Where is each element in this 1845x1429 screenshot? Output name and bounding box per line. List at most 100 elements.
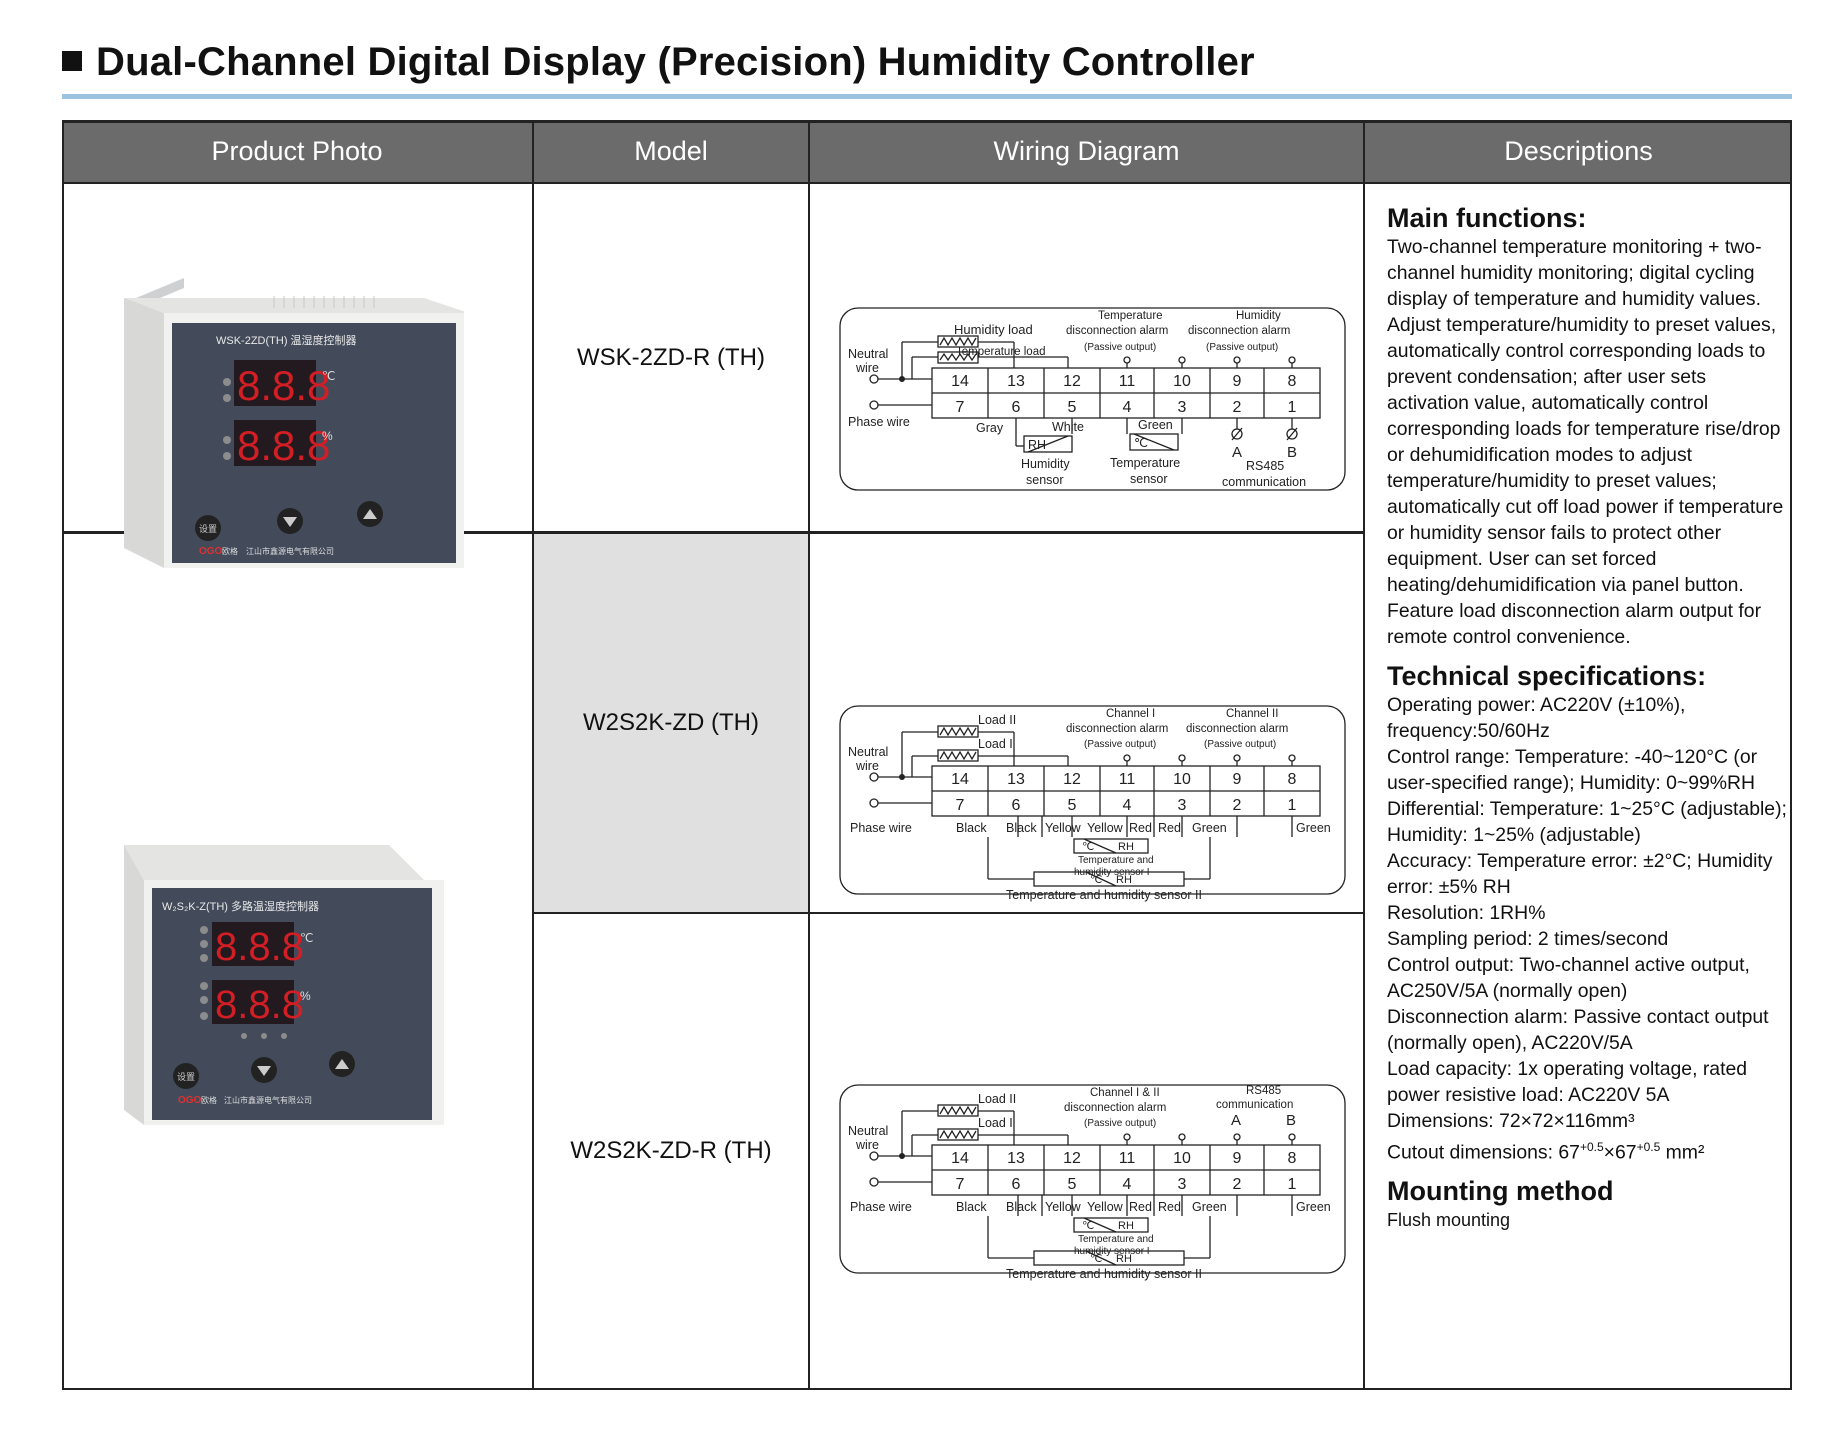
- d2-terminal-3: 3: [1178, 797, 1187, 814]
- d3-sensor2-rh: RH: [1116, 1253, 1132, 1265]
- terminal-8: 8: [1288, 373, 1297, 390]
- d3-wire-yellow-1: Yellow: [1045, 1200, 1082, 1214]
- terminal-11: 11: [1119, 373, 1136, 390]
- d3-wire-green-2: Green: [1296, 1200, 1331, 1214]
- set-button-label-2: 设置: [177, 1072, 195, 1082]
- humidity-load-label: Humidity load: [954, 322, 1033, 337]
- brand-logo-1: OGO: [199, 546, 223, 557]
- rs485-a-label: A: [1232, 444, 1242, 461]
- spec-item: Accuracy: Temperature error: ±2°C; Humid…: [1387, 850, 1773, 898]
- d3-neutral-label-2: wire: [855, 1138, 879, 1152]
- temp-sensor-label-2: sensor: [1130, 472, 1168, 486]
- terminal-4: 4: [1123, 399, 1132, 416]
- d3-sensor2-degc: ℃: [1090, 1253, 1102, 1265]
- header-bottom-border: [62, 182, 1792, 184]
- d3-terminal-11: 11: [1119, 1150, 1136, 1167]
- load1-label: Load I: [978, 737, 1013, 751]
- d3-wire-black-1: Black: [956, 1200, 987, 1214]
- header-model: Model: [534, 120, 808, 182]
- gray-wire-label: Gray: [976, 421, 1004, 435]
- hum-sensor-label-2: sensor: [1026, 473, 1064, 487]
- d3-rs485-a: A: [1231, 1112, 1241, 1129]
- d3-sensor1-rh: RH: [1118, 1220, 1134, 1232]
- spec-item: Operating power: AC220V (±10%), frequenc…: [1387, 694, 1686, 742]
- terminal-5: 5: [1068, 399, 1077, 416]
- ch1-alarm-label-3: (Passive output): [1084, 739, 1156, 750]
- cutout-dimensions: Cutout dimensions: 67+0.5×67+0.5 mm²: [1387, 1140, 1705, 1164]
- table-bottom-border: [62, 1388, 1792, 1390]
- rh-sensor-label: RH: [1028, 438, 1046, 452]
- terminal-2: 2: [1233, 399, 1242, 416]
- d2-terminal-5: 5: [1068, 797, 1077, 814]
- spec-item: Control output: Two-channel active outpu…: [1387, 954, 1750, 1002]
- wire-color-green-2: Green: [1296, 821, 1331, 835]
- terminal-10: 10: [1173, 373, 1191, 390]
- brand-cn-1: 欧格: [222, 546, 238, 556]
- terminal-6: 6: [1012, 399, 1021, 416]
- d3-alarm-label-2: disconnection alarm: [1064, 1102, 1166, 1114]
- d3-rs485-label-1: RS485: [1246, 1085, 1281, 1097]
- mounting-text: Flush mounting: [1387, 1210, 1511, 1231]
- temp-sensor-label-1: Temperature: [1110, 456, 1180, 470]
- hum-alarm-passive: (Passive output): [1206, 342, 1278, 353]
- d3-terminal-5: 5: [1068, 1176, 1077, 1193]
- model-cell-highlight: [534, 532, 810, 912]
- rs485-label-1: RS485: [1246, 459, 1284, 473]
- green-wire-label: Green: [1138, 418, 1173, 432]
- terminal-9: 9: [1233, 373, 1242, 390]
- row-divider-2: [534, 912, 1365, 914]
- d3-rs485-label-2: communication: [1216, 1099, 1293, 1111]
- product-table: Product Photo Model Wiring Diagram Descr…: [62, 120, 1792, 1390]
- rs485-b-label: B: [1287, 444, 1297, 461]
- spec-item: Differential: Temperature: 1~25°C (adjus…: [1387, 798, 1787, 846]
- d3-load1-label: Load I: [978, 1116, 1013, 1130]
- main-functions-text: Two-channel temperature monitoring + two…: [1387, 236, 1784, 648]
- square-bullet-icon: [62, 51, 82, 72]
- neutral-label-d2-1: Neutral: [848, 745, 888, 759]
- unit-top-1: ℃: [322, 369, 335, 383]
- rs485-label-2: communication: [1222, 475, 1306, 489]
- terminal-1: 1: [1288, 399, 1297, 416]
- product-photo-1: WSK-2ZD(TH) 温湿度控制器 8.8.8 ℃ 8.8.8 % 设置 OG…: [124, 278, 464, 568]
- wire-color-black-2: Black: [1006, 821, 1037, 835]
- hum-alarm-label-1: Humidity: [1236, 310, 1281, 322]
- model-1: WSK-2ZD-R (TH): [577, 343, 765, 371]
- d2-terminal-11: 11: [1119, 771, 1136, 788]
- display-bottom-2: 8.8.8: [215, 983, 304, 1027]
- d3-terminal-3: 3: [1178, 1176, 1187, 1193]
- terminal-3: 3: [1178, 399, 1187, 416]
- d3-sensor1-label-2: humidity sensor I: [1074, 1246, 1150, 1257]
- display-top-1: 8.8.8: [237, 362, 330, 409]
- company-name-2: 江山市鑫源电气有限公司: [224, 1095, 312, 1105]
- d2-terminal-14: 14: [951, 771, 969, 788]
- d2-terminal-6: 6: [1012, 797, 1021, 814]
- wire-color-red-2: Red: [1158, 821, 1181, 835]
- wire-color-yellow-1: Yellow: [1045, 821, 1082, 835]
- terminal-14: 14: [951, 373, 969, 390]
- wiring-diagram-3: Load II Load I Channel I & II disconnect…: [839, 1084, 1346, 1281]
- d3-wire-yellow-2: Yellow: [1087, 1200, 1124, 1214]
- sensor1-label-2: humidity sensor I: [1074, 867, 1150, 878]
- header-descriptions: Descriptions: [1365, 120, 1792, 182]
- neutral-label-1: Neutral: [848, 347, 888, 361]
- model-2: W2S2K-ZD (TH): [583, 709, 759, 736]
- spec-item: Sampling period: 2 times/second: [1387, 928, 1669, 950]
- sensor2-degc: ℃: [1090, 874, 1102, 886]
- table-top-border: [62, 120, 1792, 123]
- display-bottom-1: 8.8.8: [237, 422, 330, 469]
- wire-color-black-1: Black: [956, 821, 987, 835]
- d3-sensor1-label-1: Temperature and: [1078, 1234, 1154, 1245]
- d3-terminal-7: 7: [956, 1176, 965, 1193]
- brand-logo-2: OGO: [178, 1095, 202, 1106]
- page-title: Dual-Channel Digital Display (Precision)…: [62, 40, 1255, 85]
- hum-alarm-label-2: disconnection alarm: [1188, 325, 1290, 337]
- neutral-label-d2-2: wire: [855, 759, 879, 773]
- d3-terminal-13: 13: [1007, 1150, 1025, 1167]
- wiring-diagram-2: Load II Load I Channel I disconnection a…: [839, 705, 1346, 902]
- d2-terminal-12: 12: [1063, 771, 1081, 788]
- white-wire-label: White: [1052, 420, 1084, 434]
- d2-terminal-9: 9: [1233, 771, 1242, 788]
- ch2-alarm-label-2: disconnection alarm: [1186, 723, 1288, 735]
- spec-item: Disconnection alarm: Passive contact out…: [1387, 1006, 1769, 1054]
- hum-sensor-label-1: Humidity: [1021, 457, 1070, 471]
